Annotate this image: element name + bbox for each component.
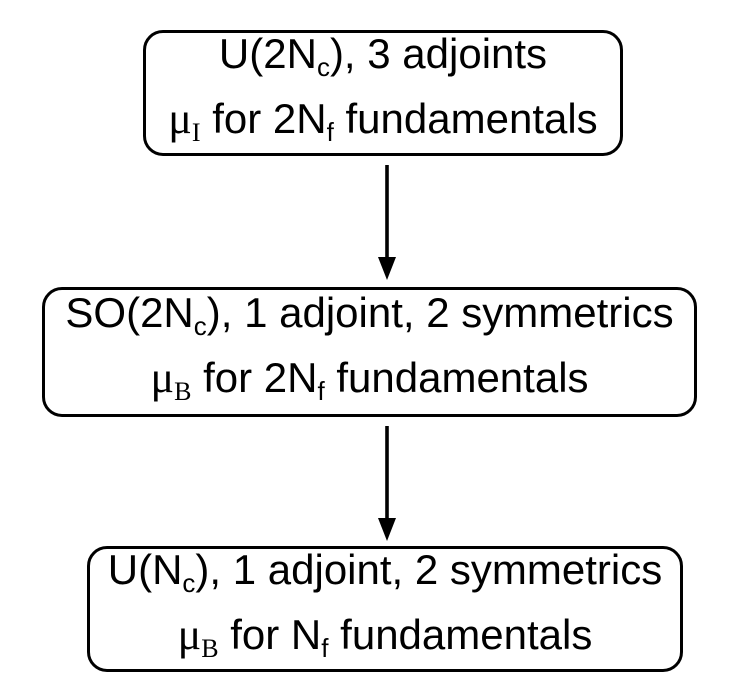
node-line-2: μI for 2Nf fundamentals	[168, 93, 597, 158]
gauge-group-text: U(N	[107, 546, 183, 593]
fundamentals-text: fundamentals	[328, 611, 593, 658]
node-line-1: U(Nc), 1 adjoint, 2 symmetrics	[108, 544, 662, 609]
gauge-group-text: U(2N	[218, 30, 317, 77]
mu-symbol: μ	[150, 353, 175, 402]
node-line-2: μB for 2Nf fundamentals	[150, 352, 588, 417]
subscript-c: c	[182, 568, 196, 598]
subscript-c: c	[316, 52, 330, 82]
flow-node-so2nc: SO(2Nc), 1 adjoint, 2 symmetrics μB for …	[42, 287, 697, 417]
subscript-f: f	[317, 376, 325, 406]
fundamentals-text: fundamentals	[324, 354, 589, 401]
mu-symbol: μ	[177, 610, 202, 659]
down-arrow-icon	[378, 165, 396, 280]
chem-potential-text: for 2N	[200, 95, 327, 142]
mu-subscript: B	[174, 377, 192, 406]
matter-content-text: ), 1 adjoint, 2 symmetrics	[195, 546, 663, 593]
mu-subscript: B	[201, 634, 219, 663]
mu-symbol: μ	[168, 94, 192, 143]
node-line-1: U(2Nc), 3 adjoints	[219, 28, 547, 93]
fundamentals-text: fundamentals	[333, 95, 598, 142]
flow-node-u2nc: U(2Nc), 3 adjoints μI for 2Nf fundamenta…	[143, 30, 623, 156]
down-arrow-icon	[378, 426, 396, 541]
matter-content-text: ), 3 adjoints	[329, 30, 548, 77]
gauge-group-text: SO(2N	[65, 289, 194, 336]
chem-potential-text: for N	[218, 611, 322, 658]
mu-subscript: I	[191, 118, 201, 147]
subscript-c: c	[193, 311, 207, 341]
node-line-1: SO(2Nc), 1 adjoint, 2 symmetrics	[65, 287, 673, 352]
subscript-f: f	[321, 633, 329, 663]
chem-potential-text: for 2N	[191, 354, 318, 401]
node-line-2: μB for Nf fundamentals	[178, 609, 593, 674]
flow-node-unc: U(Nc), 1 adjoint, 2 symmetrics μB for Nf…	[87, 546, 683, 672]
subscript-f: f	[326, 117, 334, 147]
matter-content-text: ), 1 adjoint, 2 symmetrics	[206, 289, 674, 336]
